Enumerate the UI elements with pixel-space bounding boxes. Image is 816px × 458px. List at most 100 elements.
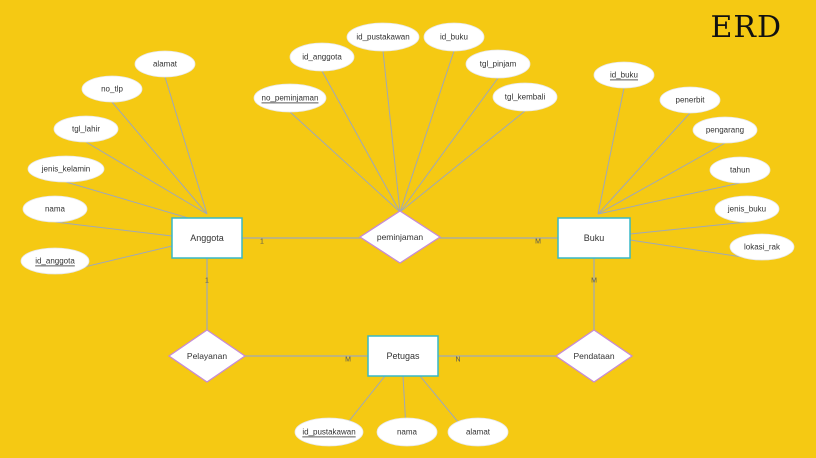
attribute-connector	[54, 221, 173, 237]
attribute-pinjam-id-buku: id_buku	[423, 22, 485, 52]
attribute-buku-jenis-buku: jenis_buku	[714, 195, 780, 223]
attribute-label: nama	[397, 428, 418, 437]
attribute-ellipse	[346, 22, 420, 52]
attribute-ellipse	[423, 22, 485, 52]
relationship-diamond	[167, 329, 247, 383]
attribute-anggota-nama: nama	[22, 195, 88, 223]
entity-buku: Buku	[557, 217, 631, 259]
attribute-connector	[399, 110, 526, 213]
attribute-connector	[399, 50, 455, 213]
attribute-label: id_buku	[440, 33, 468, 42]
attribute-label: id_pustakawan	[356, 33, 409, 42]
attribute-connector	[164, 76, 208, 215]
attribute-connector	[85, 141, 208, 215]
attribute-ellipse	[593, 61, 655, 89]
attribute-label: no_tlp	[101, 85, 123, 94]
attribute-label: tgl_kembali	[505, 93, 546, 102]
attribute-ellipse	[692, 116, 758, 144]
key-attribute-label: id_pustakawan	[302, 428, 355, 437]
attribute-ellipse	[709, 156, 771, 184]
relationship-diamond	[554, 329, 634, 383]
card-buku-pendataan: M	[591, 278, 597, 285]
attribute-pinjam-no-peminjaman: no_peminjaman	[253, 83, 327, 113]
attribute-connector	[321, 70, 401, 213]
attribute-ellipse	[81, 75, 143, 103]
attribute-ellipse	[729, 233, 795, 261]
key-attribute-label: id_anggota	[35, 257, 75, 266]
entity-label: Anggota	[190, 233, 224, 243]
relationship-peminjaman: peminjaman	[358, 210, 442, 264]
attribute-connector	[597, 87, 625, 215]
attribute-pinjam-tgl-kembali: tgl_kembali	[492, 82, 558, 112]
attribute-label: penerbit	[676, 96, 706, 105]
key-attribute-label: no_peminjaman	[262, 94, 319, 103]
card-anggota-peminjaman: 1	[260, 239, 264, 246]
attribute-connector	[65, 181, 196, 221]
attribute-label: alamat	[153, 60, 178, 69]
attribute-connector	[597, 142, 726, 215]
attribute-buku-tahun: tahun	[709, 156, 771, 184]
attribute-ellipse	[289, 42, 355, 72]
attribute-pinjam-id-anggota: id_anggota	[289, 42, 355, 72]
diagram-title: ERD	[710, 10, 782, 45]
attribute-connector	[597, 182, 741, 215]
relationship-label: Pendataan	[573, 351, 614, 361]
attribute-label: tahun	[730, 166, 750, 175]
entity-box	[367, 335, 439, 377]
attribute-ellipse	[53, 115, 119, 143]
attribute-ellipse	[465, 49, 531, 79]
relationship-label: peminjaman	[377, 232, 424, 242]
attribute-label: tgl_lahir	[72, 125, 100, 134]
attribute-ellipse	[253, 83, 327, 113]
attribute-label: lokasi_rak	[744, 243, 781, 252]
card-petugas-pendataan: N	[455, 357, 460, 364]
card-buku-peminjaman: M	[535, 239, 541, 246]
key-attribute-label: id_buku	[610, 71, 638, 80]
entity-box	[557, 217, 631, 259]
attribute-connector	[597, 112, 691, 215]
card-anggota-pelayanan: 1	[205, 278, 209, 285]
attribute-ellipse	[294, 417, 364, 447]
entity-petugas: Petugas	[367, 335, 439, 377]
attribute-buku-penerbit: penerbit	[659, 86, 721, 114]
card-petugas-pelayanan: M	[345, 357, 351, 364]
attribute-connector	[111, 101, 208, 215]
attribute-ellipse	[714, 195, 780, 223]
relationship-pendataan: Pendataan	[554, 329, 634, 383]
attribute-ellipse	[376, 417, 438, 447]
attribute-ellipse	[659, 86, 721, 114]
attribute-connector	[399, 77, 499, 213]
attribute-label: id_anggota	[302, 53, 342, 62]
attribute-label: alamat	[466, 428, 491, 437]
attribute-anggota-no-tlp: no_tlp	[81, 75, 143, 103]
entity-box	[171, 217, 243, 259]
attribute-connector	[629, 221, 748, 235]
attribute-ellipse	[20, 247, 90, 275]
attribute-anggota-tgl-lahir: tgl_lahir	[53, 115, 119, 143]
attribute-buku-pengarang: pengarang	[692, 116, 758, 144]
attribute-label: nama	[45, 205, 66, 214]
attribute-buku-id-buku: id_buku	[593, 61, 655, 89]
attribute-petugas-nama: nama	[376, 417, 438, 447]
attribute-label: pengarang	[706, 126, 744, 135]
entity-label: Buku	[584, 233, 605, 243]
attribute-anggota-alamat: alamat	[134, 50, 196, 78]
entity-label: Petugas	[386, 351, 420, 361]
attribute-petugas-id-pustakawan: id_pustakawan	[294, 417, 364, 447]
attribute-pinjam-id-pustakawan: id_pustakawan	[346, 22, 420, 52]
attribute-petugas-alamat: alamat	[447, 417, 509, 447]
attribute-ellipse	[27, 155, 105, 183]
attribute-ellipse	[134, 50, 196, 78]
attribute-label: tgl_pinjam	[480, 60, 517, 69]
attribute-ellipse	[492, 82, 558, 112]
attribute-anggota-jenis-kelamin: jenis_kelamin	[27, 155, 105, 183]
attribute-ellipse	[447, 417, 509, 447]
entity-anggota: Anggota	[171, 217, 243, 259]
attribute-connector	[289, 111, 401, 213]
attribute-anggota-id-anggota: id_anggota	[20, 247, 90, 275]
attribute-label: jenis_buku	[727, 205, 766, 214]
attribute-pinjam-tgl-pinjam: tgl_pinjam	[465, 49, 531, 79]
relationship-diamond	[358, 210, 442, 264]
